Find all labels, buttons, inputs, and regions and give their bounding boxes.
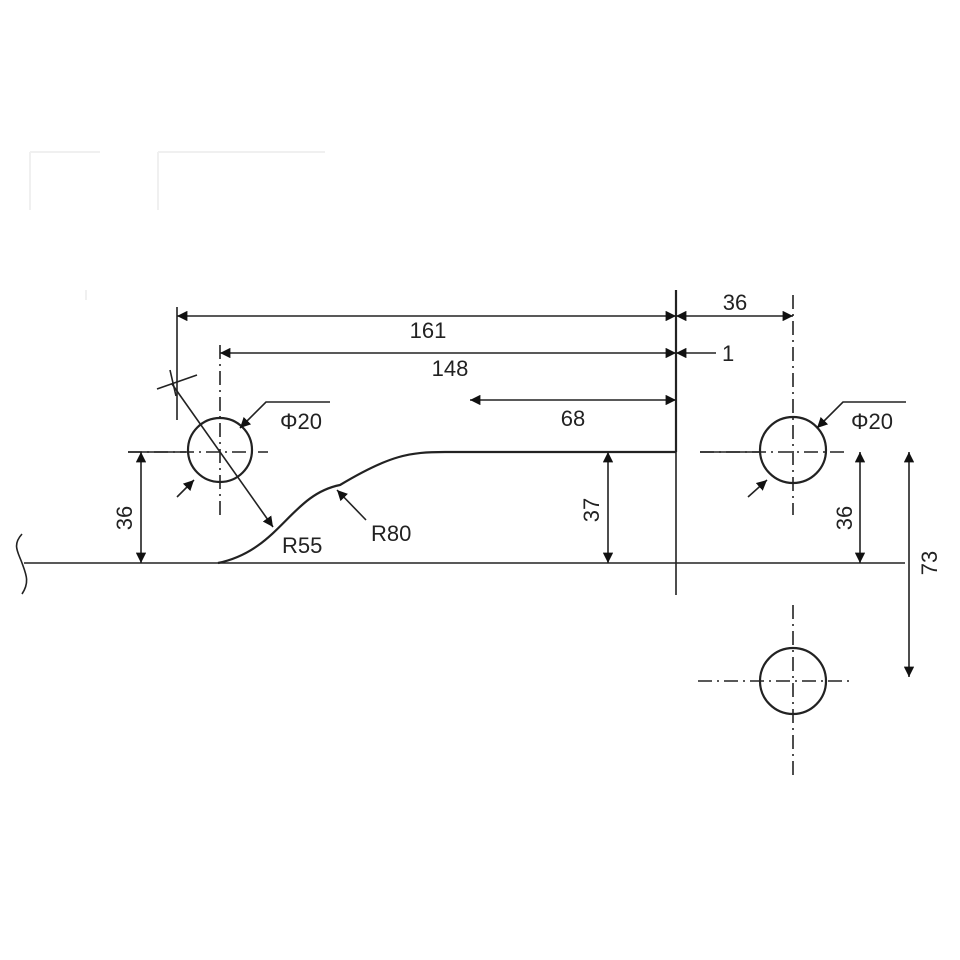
faint-artifacts <box>29 151 325 300</box>
r55-center-mark-h <box>156 374 198 390</box>
callout-phi-right: Φ20 <box>747 401 906 498</box>
profile-curve <box>217 450 676 565</box>
dim-1: 1 <box>676 341 734 366</box>
dim-161: 161 <box>177 310 676 343</box>
dim-73-label: 73 <box>917 551 942 575</box>
callout-phi-left-label: Φ20 <box>280 409 322 434</box>
callout-r80-label: R80 <box>371 521 411 546</box>
dim-36-top-label: 36 <box>723 290 747 315</box>
callout-r80: R80 <box>336 489 411 546</box>
dim-36-left: 36 <box>112 452 147 563</box>
dim-161-label: 161 <box>410 318 447 343</box>
dim-37-label: 37 <box>579 498 604 522</box>
callout-r55-label: R55 <box>282 533 322 558</box>
part-outline <box>15 290 905 595</box>
dim-36-left-label: 36 <box>112 506 137 530</box>
hole-right <box>700 295 848 515</box>
dim-1-label: 1 <box>722 341 734 366</box>
dim-36-top: 36 <box>676 290 793 322</box>
dim-68-label: 68 <box>561 406 585 431</box>
callout-phi-left: Φ20 <box>176 401 330 498</box>
hole-bottom <box>698 605 850 775</box>
r55-center-mark-v <box>169 369 177 397</box>
dim-36-right-label: 36 <box>832 506 857 530</box>
dim-68: 68 <box>470 394 676 431</box>
callout-phi-right-label: Φ20 <box>851 409 893 434</box>
dim-148: 148 <box>220 347 676 381</box>
dim-73: 73 <box>903 452 942 677</box>
dim-148-label: 148 <box>432 356 469 381</box>
break-line <box>15 533 28 595</box>
callout-r55: R55 <box>156 369 322 558</box>
dim-37: 37 <box>579 452 614 563</box>
dim-36-right: 36 <box>832 452 866 563</box>
hole-left <box>128 345 268 515</box>
